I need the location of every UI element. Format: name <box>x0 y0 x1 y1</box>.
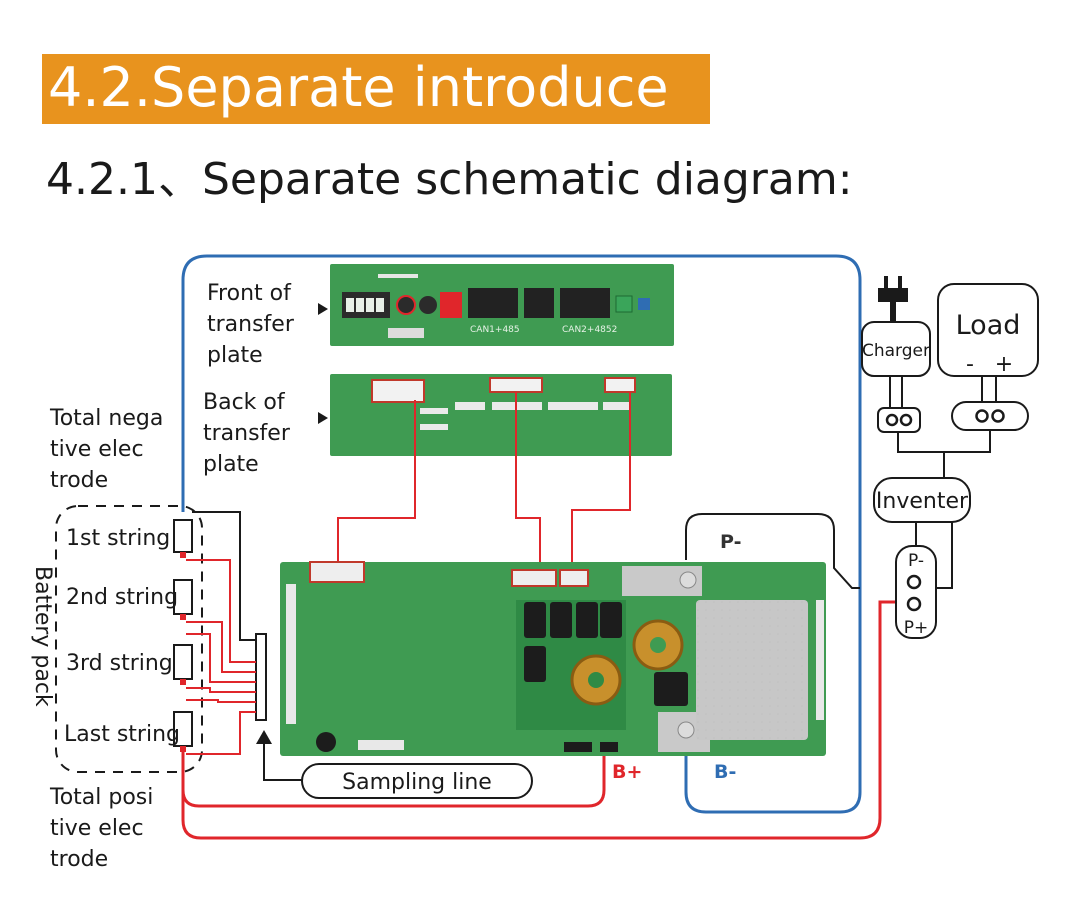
total-positive-label: Total posi tive elec trode <box>49 785 160 872</box>
red-bplus-wire <box>181 752 606 808</box>
output-p-plus-label: P+ <box>904 618 929 638</box>
socket-to-inverter-wires <box>897 430 991 478</box>
charger-socket <box>877 407 921 433</box>
sampling-line-box <box>301 763 533 799</box>
back-plate-arrow <box>318 412 328 424</box>
negative-sampling-wire <box>192 511 256 641</box>
charger-box <box>861 321 931 377</box>
string-label-2: 2nd string <box>66 585 178 610</box>
sampling-line-label: Sampling line <box>342 770 492 795</box>
charger-label: Charger <box>862 341 930 361</box>
load-label: Load <box>956 310 1021 341</box>
front-transfer-plate: CAN1+485 CAN2+4852 <box>330 264 674 346</box>
load-minus-label: - <box>966 352 974 377</box>
front-plate-arrow <box>318 303 328 315</box>
board-can1-label: CAN1+485 <box>470 325 520 335</box>
string-label-3: 3rd string <box>66 651 173 676</box>
back-transfer-plate <box>330 374 672 456</box>
battery-pack-label: Battery pack <box>30 566 55 707</box>
back-plate-label: Back of transfer plate <box>203 390 297 477</box>
red-outer-wire <box>181 600 898 840</box>
p-minus-label: P- <box>720 531 741 553</box>
sampling-line-arrowhead <box>256 730 272 744</box>
string-label-1: 1st string <box>66 526 170 551</box>
inverter-box <box>873 477 971 523</box>
output-p-minus-label: P- <box>908 551 924 571</box>
load-box <box>937 283 1039 377</box>
charger-plug-icon <box>878 276 908 322</box>
board-can2-label: CAN2+4852 <box>562 325 617 335</box>
string-label-last: Last string <box>64 722 180 747</box>
front-plate-label: Front of transfer plate <box>207 281 301 368</box>
page-title: 4.2.Separate introduce <box>48 56 669 119</box>
bms-board <box>280 561 826 756</box>
section-subtitle: 4.2.1、Separate schematic diagram: <box>46 154 853 205</box>
load-plus-label: + <box>995 352 1013 377</box>
output-terminal-box <box>895 545 937 639</box>
title-bar <box>42 54 710 124</box>
cell-sampling-wires <box>186 559 256 755</box>
b-minus-label: B- <box>714 761 736 783</box>
total-negative-label: Total nega tive elec trode <box>49 406 170 493</box>
b-plus-label: B+ <box>612 761 642 783</box>
p-minus-bracket <box>685 513 860 589</box>
battery-cell-terminals <box>180 552 186 752</box>
blue-loop-wire <box>181 254 862 814</box>
sampling-connector <box>255 633 267 721</box>
sampling-line-pointer <box>263 744 302 781</box>
load-leads <box>981 376 997 404</box>
inverter-label: Inventer <box>876 489 969 514</box>
charger-leads <box>889 376 903 410</box>
load-socket <box>951 401 1029 431</box>
plate-to-board-wires <box>337 392 631 578</box>
